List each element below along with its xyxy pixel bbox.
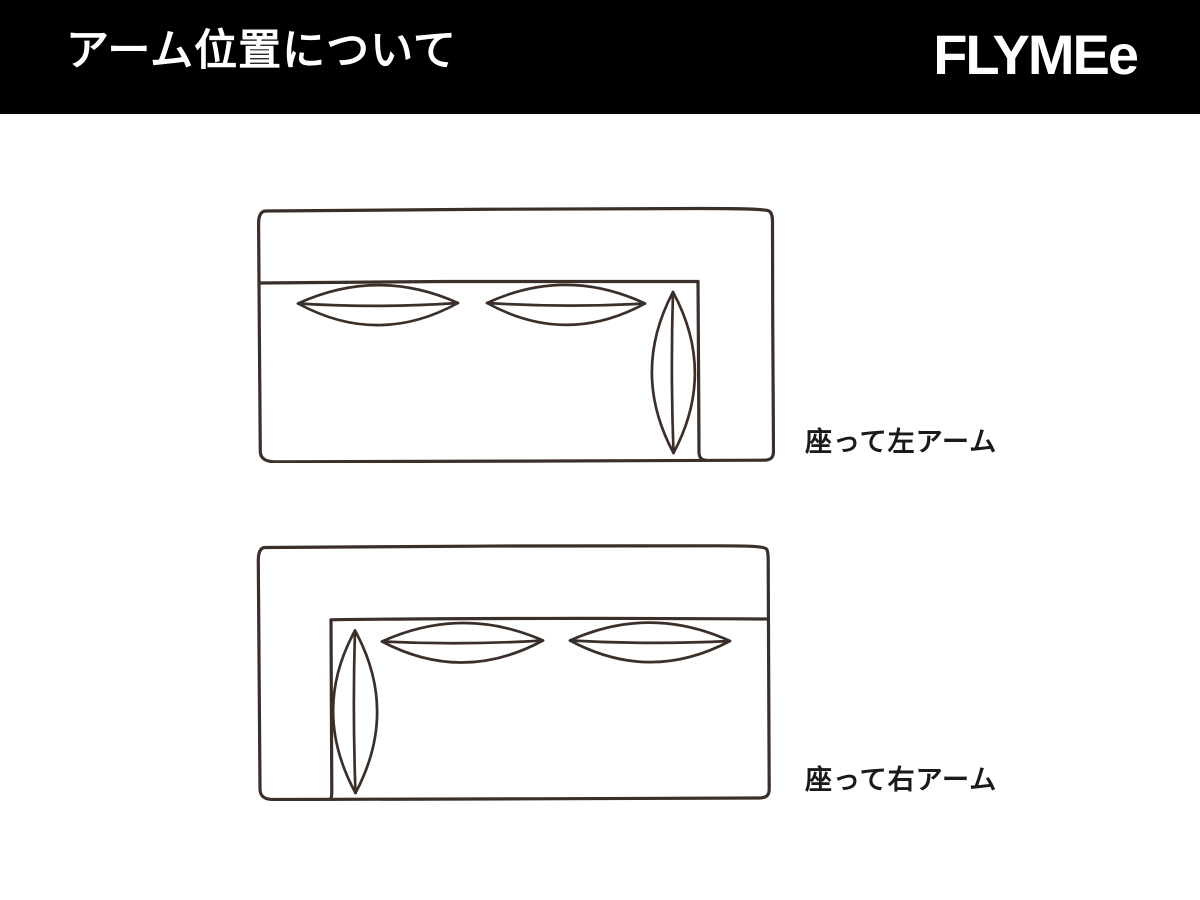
sofa-top-view-left-arm bbox=[256, 206, 775, 463]
side-cushion-midline bbox=[670, 290, 675, 455]
backrest-line bbox=[257, 279, 700, 285]
sofa-right-arm-lines bbox=[256, 544, 771, 801]
armrest-line bbox=[696, 279, 708, 462]
side-cushion-midline bbox=[352, 629, 357, 795]
flymee-logo: FLYMEe bbox=[933, 23, 1139, 86]
header-bar: アーム位置について FLYMEe bbox=[0, 0, 1200, 114]
right-arm-label: 座って右アーム bbox=[805, 765, 998, 795]
backrest-line bbox=[329, 616, 770, 622]
back-cushion-1-midline bbox=[296, 301, 460, 308]
sofa-left-arm-cushions bbox=[296, 283, 697, 455]
sofa-right-arm-cushions bbox=[331, 621, 732, 795]
armrest-line bbox=[328, 618, 334, 801]
page-title: アーム位置について bbox=[66, 27, 457, 75]
back-cushion-2-midline bbox=[485, 301, 647, 307]
left-arm-label: 座って左アーム bbox=[805, 427, 998, 457]
sofa-top-view-right-arm bbox=[256, 544, 771, 801]
back-cushion-2-midline bbox=[568, 639, 732, 645]
sofa-outline bbox=[256, 206, 775, 463]
sofa-outline bbox=[256, 544, 771, 801]
back-cushion-1-midline bbox=[380, 639, 545, 645]
sofa-left-arm-lines bbox=[256, 206, 775, 463]
